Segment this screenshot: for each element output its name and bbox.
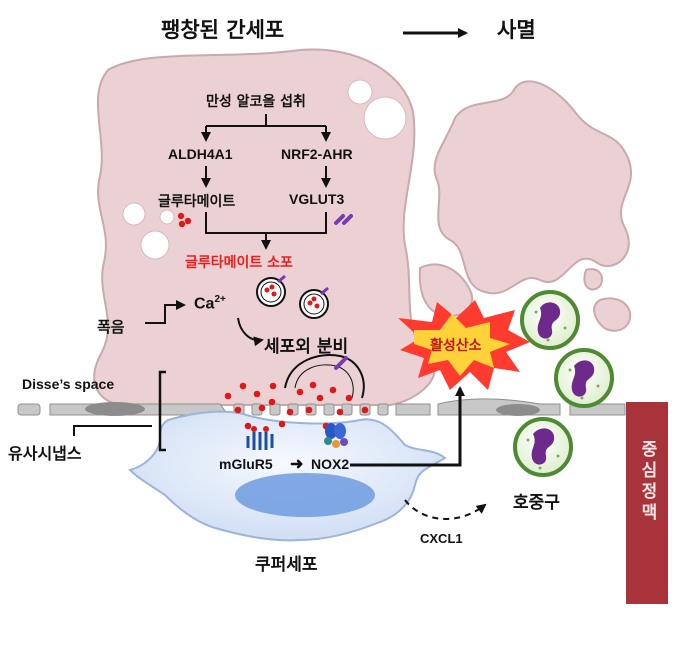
neutrophil [520, 290, 580, 350]
exocytosis-membrane [284, 354, 365, 399]
hepatocyte-vacuole [363, 96, 407, 140]
mglur5-receptor [246, 432, 274, 450]
dying-hepatocyte [433, 80, 633, 295]
cxcl1-label: CXCL1 [420, 531, 463, 546]
endothelial-nucleus [496, 404, 540, 416]
nox2-label: NOX2 [311, 456, 350, 472]
kupffer-cell-label: 쿠퍼세포 [255, 555, 318, 575]
ros-label: 활성산소 [430, 338, 482, 354]
glutamate-dots [177, 212, 192, 228]
mglur5-label: mGluR5 [219, 456, 273, 472]
dying-hepatocyte [583, 268, 604, 291]
disse-space-label: Disse’s space [22, 376, 115, 392]
nrf2-ahr-label: NRF2-AHR [281, 146, 353, 162]
nox2-complex [324, 423, 348, 448]
glutamate-vesicle [299, 286, 329, 319]
central-vein-label: 중심정맥 [637, 440, 657, 524]
endothelial-nucleus [85, 402, 145, 416]
pseudo-synapse-label: 유사시냅스 [8, 444, 82, 463]
neutrophil [554, 348, 614, 408]
released-glutamate [224, 381, 369, 430]
dying-hepatocyte [593, 297, 632, 332]
exocytosis-label: 세포외 분비 [264, 337, 349, 357]
neutrophil-label: 호중구 [513, 493, 560, 513]
death-title: 사멸 [497, 18, 536, 42]
binge-label: 폭음 [97, 318, 125, 336]
dying-hepatocyte [418, 263, 473, 318]
pathway-arrows [73, 114, 487, 520]
central-vein [626, 402, 668, 604]
vglut3-label: VGLUT3 [289, 191, 345, 207]
swollen-hepatocyte-title: 팽창된 간세포 [161, 18, 285, 42]
calcium-label: Ca2+ [194, 294, 226, 313]
glutamate-vesicle [256, 274, 286, 307]
synapse-bracket [158, 370, 166, 452]
arrow-glyph: ➜ [290, 456, 304, 473]
vglut3-icon [334, 214, 353, 225]
hepatocyte-vacuole [122, 202, 146, 226]
hepatocyte-vacuole [159, 209, 175, 225]
glutamate-vesicle-label: 글루타메이트 소포 [185, 255, 293, 271]
hepatocyte-vacuole [347, 79, 373, 105]
neutrophil [513, 417, 573, 477]
aldh4a1-label: ALDH4A1 [168, 146, 233, 162]
chronic-alcohol-label: 만성 알코올 섭취 [206, 94, 306, 110]
hepatocyte-vacuole [140, 230, 170, 260]
kupffer-nucleus [235, 473, 375, 517]
glutamate-label: 글루타메이트 [158, 194, 236, 210]
